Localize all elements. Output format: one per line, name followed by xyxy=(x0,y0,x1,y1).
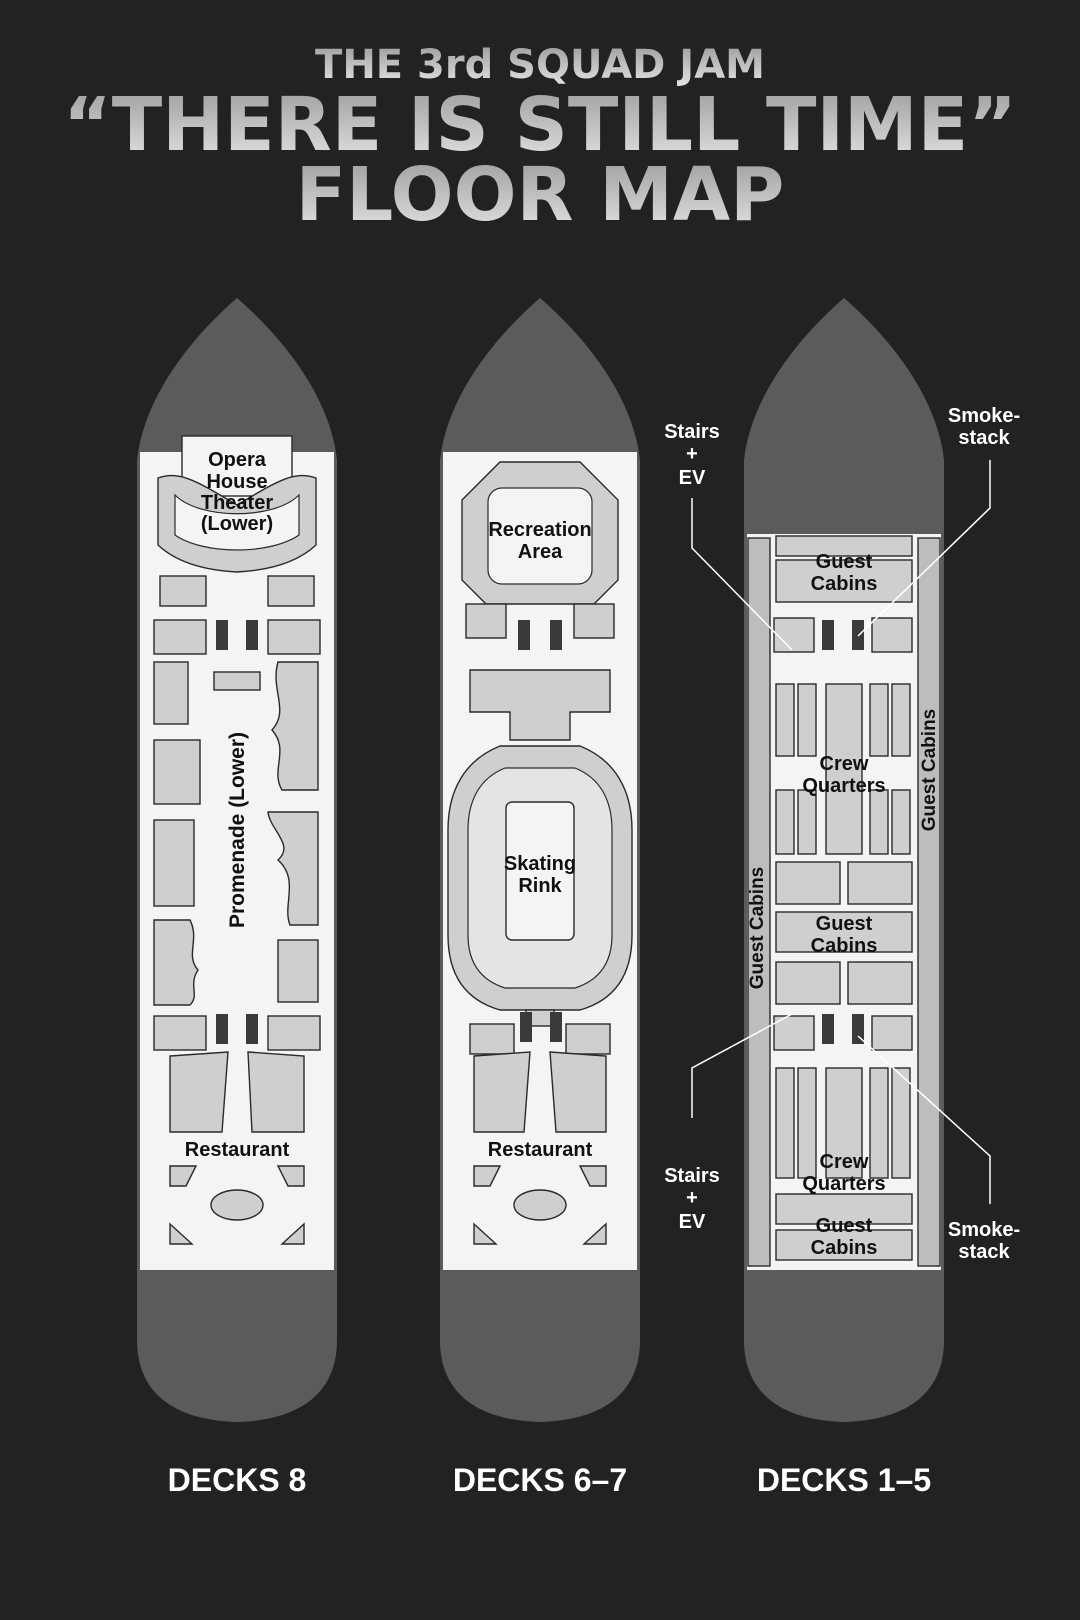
deck-caption-6-7: DECKS 6–7 xyxy=(453,1462,627,1498)
stairs-ev-bottom-label-3: EV xyxy=(679,1211,706,1233)
crew-quarters-bottom-label-1: Crew xyxy=(820,1151,869,1173)
stairs-bottom xyxy=(469,1012,611,1055)
guest-cabins-right-label: Guest Cabins xyxy=(919,709,940,831)
recreation-label-2: Area xyxy=(518,541,563,563)
guest-cabins-top-label-2: Cabins xyxy=(811,573,878,595)
smokestack-top-label-1: Smoke- xyxy=(948,405,1020,427)
stairs-bottom xyxy=(153,1014,321,1051)
opera-label-2: House xyxy=(206,471,267,493)
crew-quarters-top-label-2: Quarters xyxy=(802,775,885,797)
crew-quarters-top-label-1: Crew xyxy=(820,753,869,775)
side-cabins-left xyxy=(747,537,771,1267)
guest-cabins-middle xyxy=(775,861,913,1005)
stairs-top xyxy=(153,619,321,655)
guest-cabins-top xyxy=(773,535,913,653)
title-line-3: FLOOR MAP xyxy=(296,152,785,238)
stairs-ev-top-label-2: + xyxy=(686,443,698,465)
deck-caption-1-5: DECKS 1–5 xyxy=(757,1462,931,1498)
title-line-2: “THERE IS STILL TIME” xyxy=(63,82,1017,168)
callout-lines xyxy=(691,460,991,1204)
stairs-ev-bottom-label-2: + xyxy=(686,1187,698,1209)
ship-deck-8: Promenade (Lower) Opera House Theater (L… xyxy=(137,298,337,1422)
skating-label-2: Rink xyxy=(518,875,562,897)
opera-label-1: Opera xyxy=(208,449,267,471)
title-line-1: THE 3rd SQUAD JAM xyxy=(315,42,765,88)
guest-cabins-left-label: Guest Cabins xyxy=(747,867,768,989)
crew-quarters-top xyxy=(775,683,911,855)
promenade-label: Promenade (Lower) xyxy=(226,732,249,928)
stairs-bottom xyxy=(773,1014,913,1051)
guest-cabins-middle-label-2: Cabins xyxy=(811,935,878,957)
guest-cabins-bottom xyxy=(775,1193,913,1261)
guest-cabins-bottom-label-1: Guest xyxy=(816,1215,873,1237)
smokestack-bottom-label-1: Smoke- xyxy=(948,1219,1020,1241)
opera-house-theater xyxy=(157,435,317,607)
deck-caption-8: DECKS 8 xyxy=(168,1462,307,1498)
stairs-ev-top-label-1: Stairs xyxy=(664,421,720,443)
promenade-shops xyxy=(153,661,319,1006)
crew-quarters-bottom xyxy=(775,1067,911,1179)
restaurant-label: Restaurant xyxy=(488,1139,593,1161)
opera-label-3: Theater xyxy=(201,492,273,514)
guest-cabins-middle-label-1: Guest xyxy=(816,913,873,935)
restaurant-area xyxy=(473,1051,607,1245)
smokestack-top-label-2: stack xyxy=(958,427,1010,449)
ship-deck-6-7: Recreation Area Skating Rink Restaurant xyxy=(440,298,640,1422)
recreation-label-1: Recreation xyxy=(488,519,591,541)
skating-label-1: Skating xyxy=(504,853,576,875)
stairs-ev-top-label-3: EV xyxy=(679,467,706,489)
rink-corridor xyxy=(469,669,611,741)
restaurant-area xyxy=(169,1051,305,1245)
restaurant-label: Restaurant xyxy=(185,1139,290,1161)
smokestack-bottom-label-2: stack xyxy=(958,1241,1010,1263)
crew-quarters-bottom-label-2: Quarters xyxy=(802,1173,885,1195)
skating-rink xyxy=(447,745,633,1027)
stairs-ev-bottom-label-1: Stairs xyxy=(664,1165,720,1187)
guest-cabins-bottom-label-2: Cabins xyxy=(811,1237,878,1259)
map-title: THE 3rd SQUAD JAM “THERE IS STILL TIME” … xyxy=(63,42,1017,238)
guest-cabins-top-label-1: Guest xyxy=(816,551,873,573)
recreation-area xyxy=(461,461,619,650)
ship-deck-1-5: Guest Cabins Crew Quarters Guest Cabins … xyxy=(664,298,1020,1422)
side-cabins-right xyxy=(917,537,941,1267)
opera-label-4: (Lower) xyxy=(201,513,273,535)
